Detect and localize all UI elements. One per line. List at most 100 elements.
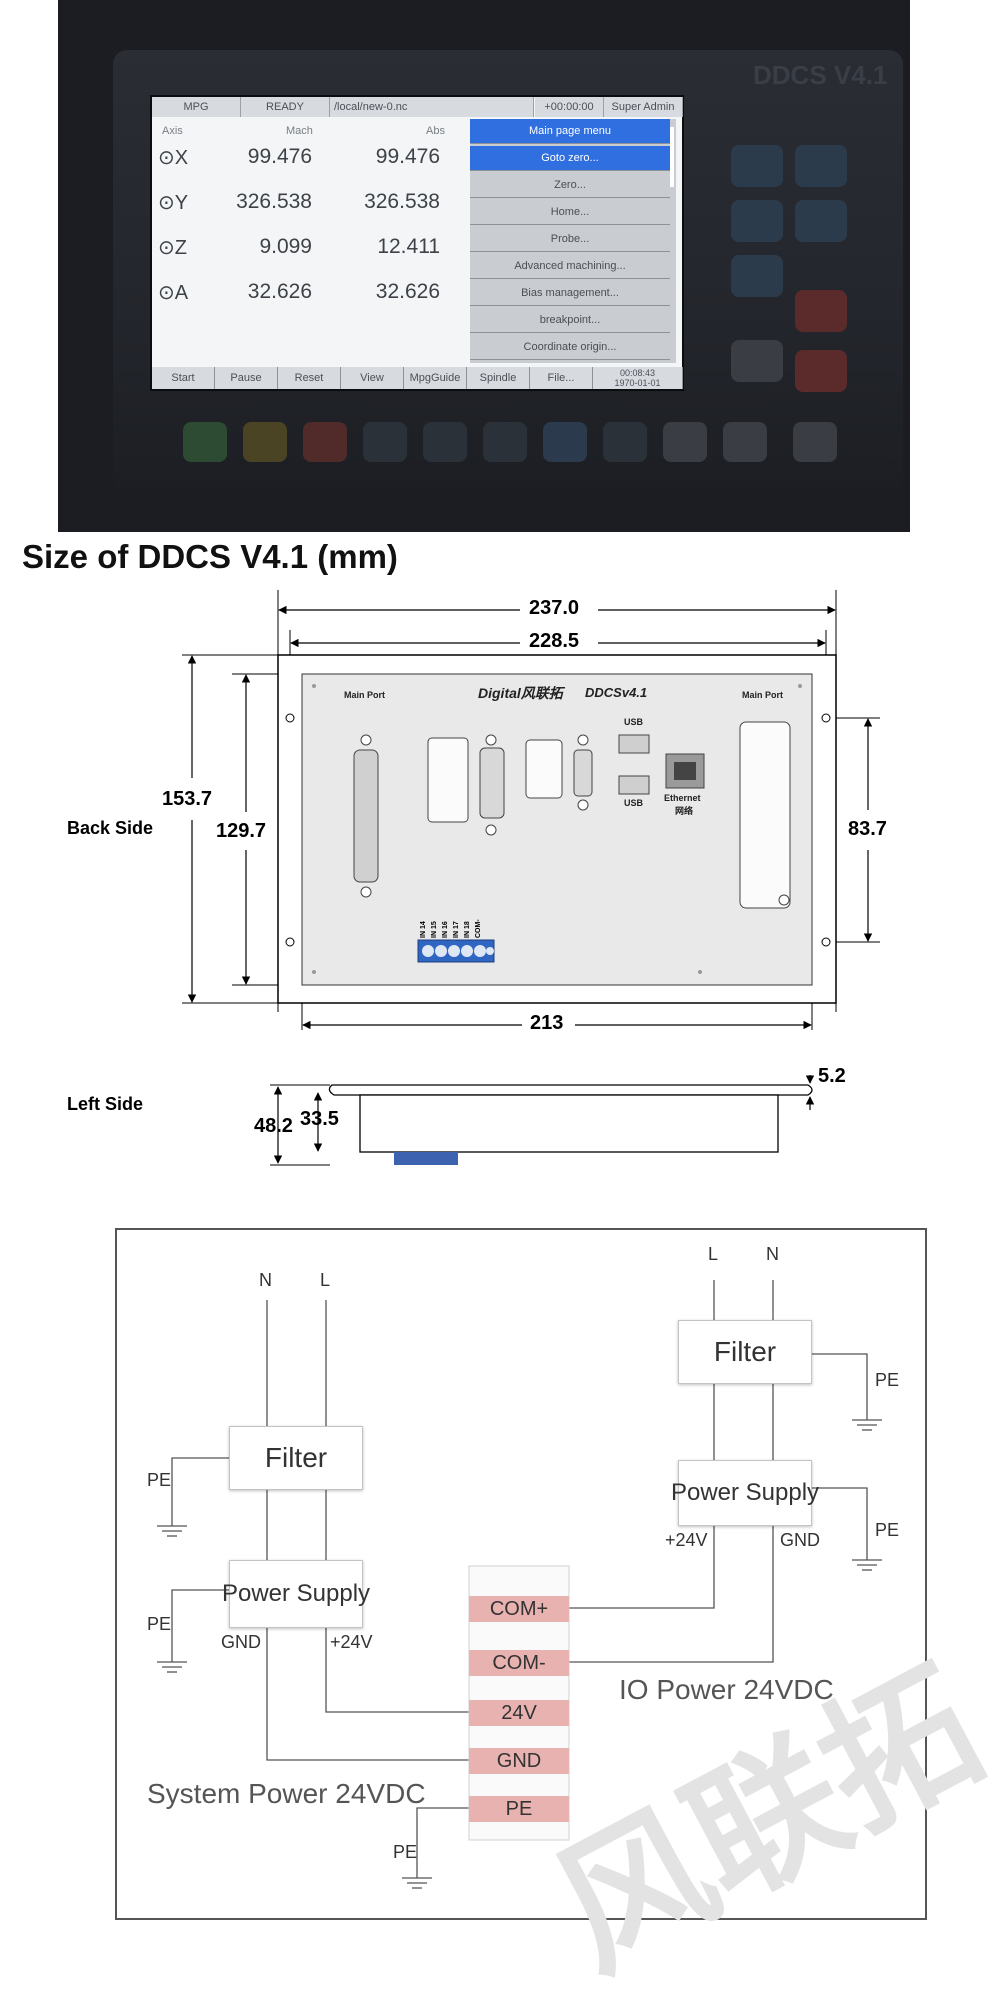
menu-item-advanced-machining[interactable]: Advanced machining... <box>470 254 670 279</box>
abs-value: 12.411 <box>377 235 440 258</box>
mount-hole <box>821 713 831 723</box>
pe-label: PE <box>875 1370 900 1390</box>
axis-row-z[interactable]: ⊙Z 9.099 12.411 <box>152 235 472 275</box>
status-timer: +00:00:00 <box>535 97 604 117</box>
terminal-label: IN 17 <box>453 921 460 938</box>
dim-outer-height: 153.7 <box>162 788 213 810</box>
start-key[interactable] <box>183 422 227 462</box>
plus24v-label: +24V <box>330 1632 373 1652</box>
side-key[interactable] <box>731 200 783 242</box>
panel-key[interactable] <box>723 422 767 462</box>
status-user: Super Admin <box>604 97 683 117</box>
left-side-label: Left Side <box>67 1094 144 1114</box>
view-button[interactable]: View <box>341 367 404 389</box>
left-power-supply-box: Power Supply <box>222 1560 370 1628</box>
side-key[interactable] <box>731 145 783 187</box>
menu-item-coordinate-origin[interactable]: Coordinate origin... <box>470 335 670 360</box>
usb-port-bottom <box>618 775 650 795</box>
mach-value: 326.538 <box>236 190 312 213</box>
menu-item-probe[interactable]: Probe... <box>470 227 670 252</box>
dim-hole-spacing: 83.7 <box>848 818 887 840</box>
right-filter-box: Filter <box>678 1320 812 1384</box>
reset-button[interactable]: Reset <box>278 367 341 389</box>
panel-key[interactable] <box>423 422 467 462</box>
terminal-label: IN 16 <box>442 921 449 938</box>
db9-a-connector <box>525 739 563 799</box>
right-power-supply-box: Power Supply <box>671 1460 819 1526</box>
terminal-label: IN 15 <box>431 921 438 938</box>
panel-key[interactable] <box>363 422 407 462</box>
controller-photo: DDCS V4.1 MPG READY /local/new-0.nc +00:… <box>58 0 910 532</box>
axis-row-x[interactable]: ⊙X 99.476 99.476 <box>152 145 472 185</box>
mpgguide-button[interactable]: MpgGuide <box>404 367 467 389</box>
gnd-label: GND <box>780 1530 820 1550</box>
terminal-label: IN 18 <box>464 921 471 938</box>
side-key[interactable] <box>731 340 783 382</box>
size-section-title: Size of DDCS V4.1 (mm) <box>22 538 398 575</box>
abs-column-header: Abs <box>426 125 445 137</box>
controller-screen: MPG READY /local/new-0.nc +00:00:00 Supe… <box>150 95 684 391</box>
axis-row-a[interactable]: ⊙A 32.626 32.626 <box>152 280 472 320</box>
side-connector <box>394 1152 458 1165</box>
status-state: READY <box>241 97 330 117</box>
side-key[interactable] <box>731 255 783 297</box>
dim-lip: 5.2 <box>818 1065 846 1087</box>
mach-value: 9.099 <box>259 235 312 258</box>
dimension-drawing <box>182 590 880 1166</box>
db9-b-connector <box>573 749 593 797</box>
dim-inner-width: 228.5 <box>529 630 580 652</box>
dim-bottom-width: 213 <box>530 1012 564 1034</box>
right-input-n: N <box>766 1244 779 1264</box>
db15-connector <box>479 747 505 819</box>
mount-hole <box>285 713 295 723</box>
menu-item-zero[interactable]: Zero... <box>470 173 670 198</box>
menu-item-breakpoint[interactable]: breakpoint... <box>470 308 670 333</box>
panel-model: DDCSv4.1 <box>585 685 648 700</box>
menu-item-home[interactable]: Home... <box>470 200 670 225</box>
file-button[interactable]: File... <box>530 367 593 389</box>
mount-hole <box>285 937 295 947</box>
ethernet-label: Ethernet <box>664 793 701 803</box>
menu-item-bias-management[interactable]: Bias management... <box>470 281 670 306</box>
pe-label: PE <box>393 1842 418 1862</box>
panel-key[interactable] <box>603 422 647 462</box>
pause-button[interactable]: Pause <box>215 367 278 389</box>
gnd-label: GND <box>221 1632 261 1652</box>
dim-outer-width: 237.0 <box>529 597 580 619</box>
left-filter-box: Filter <box>229 1426 363 1490</box>
menu-scrollbar[interactable] <box>670 127 674 187</box>
mach-value: 32.626 <box>247 280 312 303</box>
dim-inner-height: 129.7 <box>216 820 267 842</box>
mach-column-header: Mach <box>286 125 313 137</box>
terminal-com-plus: COM+ <box>469 1596 569 1622</box>
usb-port-top <box>618 734 650 754</box>
panel-key[interactable] <box>663 422 707 462</box>
side-body <box>359 1094 779 1153</box>
terminal-labels: IN 14 IN 15 IN 16 IN 17 IN 18 COM- <box>420 912 500 938</box>
arrow-up-key[interactable] <box>795 290 847 332</box>
spindle-button[interactable]: Spindle <box>467 367 530 389</box>
status-file: /local/new-0.nc <box>330 97 534 117</box>
stop-key[interactable] <box>303 422 347 462</box>
pause-key[interactable] <box>243 422 287 462</box>
start-button[interactable]: Start <box>152 367 215 389</box>
panel-brand-logo: Digital风联拓 <box>478 685 563 701</box>
pe-label: PE <box>875 1520 900 1540</box>
axis-row-y[interactable]: ⊙Y 326.538 326.538 <box>152 190 472 230</box>
right-input-l: L <box>708 1244 719 1264</box>
side-key[interactable] <box>795 145 847 187</box>
main-port-label-left: Main Port <box>344 690 386 700</box>
side-key[interactable] <box>795 200 847 242</box>
arrow-down-key[interactable] <box>795 350 847 392</box>
axis-label: ⊙Z <box>158 237 187 259</box>
axis-label: ⊙A <box>158 282 189 304</box>
abs-value: 326.538 <box>364 190 440 213</box>
menu-item-goto-zero[interactable]: Goto zero... <box>470 146 670 171</box>
axis-label: ⊙X <box>158 147 189 169</box>
system-power-label: System Power 24VDC <box>147 1778 426 1809</box>
panel-key[interactable] <box>793 422 837 462</box>
panel-key[interactable] <box>483 422 527 462</box>
status-mode: MPG <box>152 97 241 117</box>
clock-display: 00:08:43 1970-01-01 <box>593 367 683 389</box>
panel-key[interactable] <box>543 422 587 462</box>
